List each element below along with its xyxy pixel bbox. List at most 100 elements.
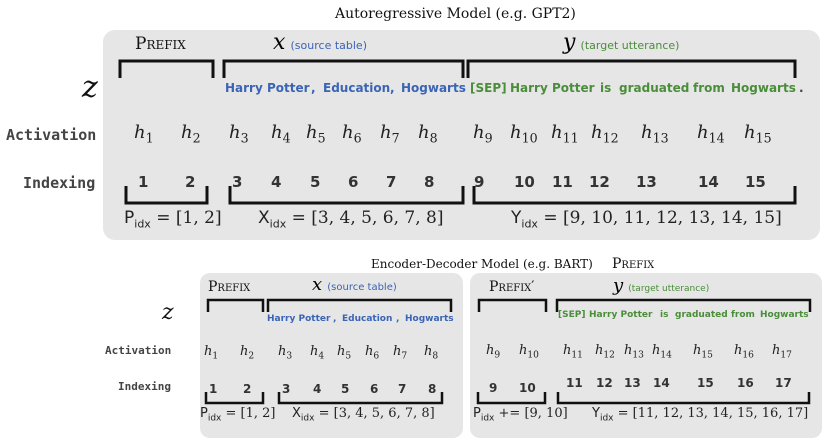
top-y-bracket — [466, 59, 797, 78]
enc-source-token: , — [333, 314, 337, 324]
enc-activation: h6 — [365, 344, 380, 362]
top-index: 3 — [232, 173, 243, 191]
dec-activation: h10 — [519, 343, 539, 361]
enc-p-idx-formula: Pidx = [1, 2] — [200, 406, 276, 424]
encoder-decoder-title: Encoder-Decoder Model (e.g. BART) — [371, 257, 593, 271]
bottom-activation-label: Activation — [105, 344, 172, 357]
top-x-heading: x (source table) — [273, 30, 367, 55]
bottom-indexing-label: Indexing — [118, 380, 171, 393]
top-activation: h9 — [473, 122, 493, 146]
enc-activation: h1 — [204, 344, 219, 362]
dec-p-idx-formula: Pidx += [9, 10] — [473, 406, 568, 424]
dec-activation: h14 — [652, 343, 672, 361]
top-target-token: is — [600, 81, 612, 95]
enc-index: 7 — [398, 382, 407, 396]
dec-y-idx-bracket — [556, 392, 811, 405]
dec-index: 11 — [566, 376, 583, 390]
dec-index: 16 — [737, 376, 754, 390]
enc-x-caption: (source table) — [327, 282, 397, 293]
dec-activation: h17 — [772, 343, 792, 361]
top-index: 9 — [474, 173, 485, 191]
dec-activation: h9 — [486, 343, 501, 361]
top-index: 8 — [424, 173, 435, 191]
dec-y-heading: y (target utterance) — [613, 275, 709, 296]
bottom-z-symbol: z — [162, 300, 174, 325]
dec-y-bracket — [555, 298, 812, 312]
top-prefix-label: Prefix — [135, 34, 186, 54]
enc-activation: h3 — [278, 344, 293, 362]
top-source-token: Education — [323, 81, 391, 95]
dec-activation: h15 — [693, 343, 713, 361]
top-y-symbol: y — [563, 30, 576, 55]
top-source-token: Harry Potter — [225, 81, 310, 95]
top-activation: h6 — [342, 122, 362, 146]
top-target-token: [SEP] — [470, 81, 507, 95]
dec-target-token: [SEP] — [558, 310, 586, 320]
enc-index: 8 — [428, 382, 437, 396]
enc-source-token: Harry Potter — [267, 314, 331, 324]
autoregressive-title: Autoregressive Model (e.g. GPT2) — [335, 6, 576, 22]
enc-index: 4 — [313, 382, 322, 396]
top-activation: h13 — [641, 122, 669, 146]
dec-activation: h11 — [563, 343, 583, 361]
top-target-token: graduated — [619, 81, 690, 95]
enc-activation: h4 — [310, 344, 325, 362]
enc-prefix-label: Prefix — [208, 279, 251, 295]
top-target-token: Harry Potter — [510, 81, 595, 95]
top-source-token: , — [390, 81, 395, 95]
top-activation: h15 — [744, 122, 772, 146]
enc-activation: h7 — [393, 344, 408, 362]
enc-x-idx-bracket — [277, 392, 444, 405]
top-activation: h2 — [181, 122, 201, 146]
enc-activation: h5 — [337, 344, 352, 362]
dec-activation: h16 — [734, 343, 754, 361]
dec-activation: h12 — [595, 343, 615, 361]
top-index: 2 — [185, 173, 196, 191]
enc-prefix-bracket — [206, 298, 265, 312]
enc-p-idx-bracket — [204, 392, 265, 405]
top-target-token: . — [799, 81, 804, 95]
dec-index: 12 — [596, 376, 613, 390]
dec-activation: h13 — [624, 343, 644, 361]
dec-target-token: Hogwarts — [760, 310, 809, 320]
dec-target-token: from — [731, 310, 755, 320]
dec-index: 13 — [624, 376, 641, 390]
dec-index: 9 — [489, 381, 498, 395]
top-activation: h10 — [510, 122, 538, 146]
top-target-token: Hogwarts — [731, 81, 796, 95]
dec-target-token: Harry Potter — [589, 310, 653, 320]
enc-activation: h8 — [424, 344, 439, 362]
enc-index: 2 — [243, 382, 252, 396]
top-index: 15 — [745, 173, 766, 191]
enc-index: 3 — [282, 382, 291, 396]
dec-prefix-label: Prefix′ — [489, 279, 535, 295]
enc-x-symbol: x — [312, 274, 323, 295]
top-x-bracket — [222, 59, 465, 78]
top-index: 14 — [698, 173, 719, 191]
top-activation: h4 — [271, 122, 291, 146]
top-index: 7 — [386, 173, 397, 191]
top-p-idx-bracket — [124, 186, 209, 205]
top-prefix-bracket — [118, 59, 215, 78]
top-indexing-label: Indexing — [23, 174, 96, 192]
dec-y-symbol: y — [613, 275, 624, 296]
top-z-symbol: z — [82, 70, 98, 105]
dec-index: 15 — [697, 376, 714, 390]
top-index: 13 — [636, 173, 657, 191]
top-activation: h7 — [380, 122, 400, 146]
dec-index: 10 — [519, 381, 536, 395]
top-x-caption: (source table) — [290, 39, 367, 52]
dec-prefix-bracket — [477, 298, 548, 312]
top-index: 4 — [271, 173, 282, 191]
top-activation: h1 — [134, 122, 154, 146]
top-y-idx-bracket — [472, 186, 797, 205]
top-activation: h3 — [229, 122, 249, 146]
enc-source-token: Education — [342, 314, 393, 324]
top-index: 11 — [552, 173, 573, 191]
dec-index: 17 — [775, 376, 792, 390]
top-index: 10 — [514, 173, 535, 191]
enc-x-bracket — [266, 298, 453, 312]
top-x-symbol: x — [273, 30, 286, 55]
dec-target-token: is — [660, 310, 669, 320]
top-activation-label: Activation — [6, 126, 97, 144]
